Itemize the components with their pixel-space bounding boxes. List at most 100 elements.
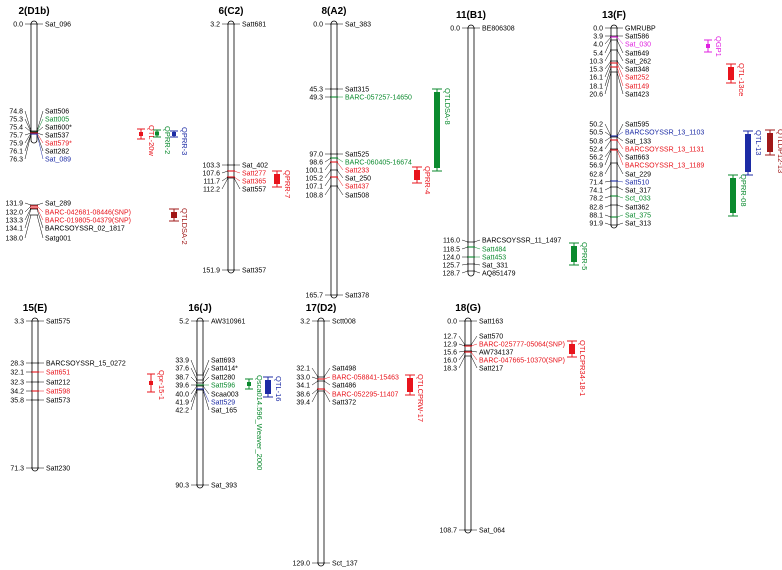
qtl-box (155, 131, 159, 136)
marker-position: 5.4 (593, 51, 603, 58)
qtl-box (571, 246, 577, 262)
marker-connector (323, 380, 331, 386)
marker-position: 15.6 (443, 350, 457, 357)
marker-name: Satt579* (45, 141, 72, 148)
marker-connector (616, 195, 624, 199)
marker-connector (36, 110, 44, 132)
position-connector (458, 335, 466, 346)
marker-position: 12.9 (443, 342, 457, 349)
position-connector (311, 380, 319, 386)
marker-name: Sat_317 (625, 188, 651, 195)
marker-position: 131.9 (5, 201, 23, 208)
chromosome-title: 15(E) (23, 303, 47, 314)
marker-position: 107.6 (202, 171, 220, 178)
position-connector (24, 133, 32, 160)
marker-connector (233, 177, 241, 190)
marker-name: Sat_402 (242, 163, 268, 170)
marker-name: Sat_229 (625, 172, 651, 179)
qtl-label: QGP1 (714, 36, 723, 57)
marker-position: 18.3 (443, 366, 457, 373)
marker-connector (616, 214, 624, 218)
position-connector (324, 169, 332, 179)
marker-name: Satt506 (45, 109, 69, 116)
qtl-qtl-13: QTL-13 (743, 130, 763, 176)
qtl-qprr-08: QPRR-08 (728, 174, 748, 217)
marker-position: 128.7 (442, 271, 460, 278)
position-connector (604, 204, 612, 208)
marker-position: 71.4 (589, 180, 603, 187)
marker-position: 32.1 (10, 370, 24, 377)
position-connector (24, 214, 32, 239)
marker-position: 34.2 (10, 389, 24, 396)
marker-position: 98.6 (309, 160, 323, 167)
qtl-qtldsa-8: QTLDSA-8 (432, 88, 452, 172)
position-connector (221, 170, 229, 174)
marker-name: Satt649 (625, 51, 649, 58)
qtl-box (569, 344, 575, 354)
marker-position: 129.0 (292, 561, 310, 568)
qtl-box (139, 132, 143, 136)
chromosome-title: 8(A2) (321, 6, 346, 17)
marker-name: Sat_289 (45, 201, 71, 208)
qtl-qtldsa-2: QTLDSA-2 (169, 208, 189, 245)
marker-position: 56.2 (589, 155, 603, 162)
position-connector (24, 126, 32, 133)
marker-connector (473, 246, 481, 250)
marker-position: 12.7 (443, 334, 457, 341)
marker-position: 111.7 (204, 179, 221, 186)
marker-position: 16.0 (443, 358, 457, 365)
marker-connector (473, 270, 481, 274)
position-connector (190, 359, 198, 376)
marker-name: Sctt008 (332, 319, 356, 326)
position-connector (604, 131, 612, 137)
marker-name: Satt437 (345, 184, 369, 191)
marker-name: Satt486 (332, 383, 356, 390)
marker-name: Satt508 (345, 193, 369, 200)
marker-connector (36, 202, 44, 206)
marker-position: 38.6 (296, 392, 310, 399)
chromosome-bar (317, 317, 325, 567)
marker-name: Sat_064 (479, 528, 505, 535)
position-connector (604, 180, 612, 183)
chromosome-title: 16(J) (188, 303, 211, 314)
marker-name: AQ851479 (482, 271, 516, 278)
qtl-label: QPRR-5 (580, 242, 589, 270)
marker-connector (336, 176, 344, 187)
marker-connector (202, 359, 210, 376)
marker-position: 10.3 (589, 59, 603, 66)
position-connector (24, 133, 32, 152)
marker-position: 40.0 (175, 392, 189, 399)
marker-position: 91.9 (589, 221, 603, 228)
marker-position: 62.8 (589, 172, 603, 179)
marker-position: 112.2 (203, 187, 220, 194)
chromosome-title: 11(B1) (456, 10, 486, 21)
marker-name: Sat_375 (625, 213, 651, 220)
chromosome-title: 2(D1b) (18, 6, 49, 17)
qtl-label: QTL-13ce (737, 63, 746, 96)
marker-name: Satt280 (211, 375, 235, 382)
marker-connector (616, 139, 624, 150)
marker-connector (616, 186, 624, 191)
marker-position: 37.6 (175, 366, 189, 373)
marker-name: AW734137 (479, 350, 513, 357)
marker-position: 133.3 (5, 218, 23, 225)
marker-position: 88.1 (589, 213, 603, 220)
marker-name: Satt163 (479, 319, 503, 326)
marker-connector (616, 204, 624, 208)
marker-connector (233, 176, 241, 182)
position-connector (604, 214, 612, 218)
qtl-label: QTLCPRW-17 (416, 374, 425, 422)
marker-name: BARC-060405-16674 (345, 160, 412, 167)
marker-connector (616, 149, 624, 166)
marker-position: 16.1 (589, 75, 603, 82)
marker-position: 151.9 (202, 268, 220, 275)
chromosome-bar (31, 317, 39, 472)
marker-position: 97.0 (309, 152, 323, 159)
qtl-qpr-15-1: Qpr-15-1 (147, 370, 166, 400)
marker-name: Satt357 (242, 268, 266, 275)
marker-position: 118.5 (443, 247, 460, 254)
marker-connector (470, 351, 478, 361)
